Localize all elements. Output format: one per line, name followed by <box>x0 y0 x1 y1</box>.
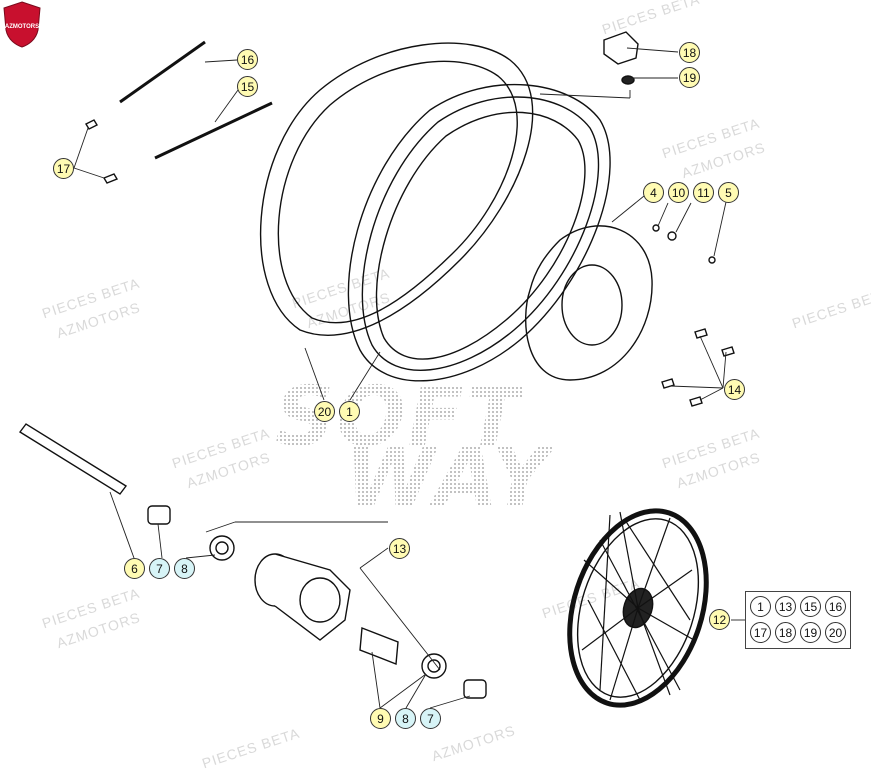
callout-15[interactable]: 15 <box>237 76 258 97</box>
kit-callout[interactable]: 1 <box>750 596 771 617</box>
callout-8[interactable]: 8 <box>395 708 416 729</box>
callout-14[interactable]: 14 <box>724 379 745 400</box>
callout-1[interactable]: 1 <box>339 401 360 422</box>
kit-callout[interactable]: 19 <box>800 622 821 643</box>
callout-6[interactable]: 6 <box>124 558 145 579</box>
callout-7[interactable]: 7 <box>149 558 170 579</box>
callout-12[interactable]: 12 <box>709 609 730 630</box>
callout-9[interactable]: 9 <box>370 708 391 729</box>
nut-part <box>621 75 635 85</box>
softway-logo-line2: WAY <box>345 430 552 525</box>
brand-badge-text: AZMOTORS <box>5 24 39 30</box>
callout-19[interactable]: 19 <box>679 67 700 88</box>
nipple-part <box>102 173 119 184</box>
callout-16[interactable]: 16 <box>237 49 258 70</box>
callout-8[interactable]: 8 <box>174 558 195 579</box>
spoke-part <box>119 40 206 104</box>
callout-13[interactable]: 13 <box>389 538 410 559</box>
kit-callout[interactable]: 20 <box>825 622 846 643</box>
callout-10[interactable]: 10 <box>668 182 689 203</box>
kit-callout[interactable]: 18 <box>775 622 796 643</box>
rim-band-part <box>259 42 534 336</box>
kit-callout[interactable]: 13 <box>775 596 796 617</box>
brake-disc-part <box>525 225 653 381</box>
complete-wheel-part <box>567 508 709 708</box>
callout-18[interactable]: 18 <box>679 42 700 63</box>
bearing-part <box>209 535 235 561</box>
callout-4[interactable]: 4 <box>643 182 664 203</box>
brand-shield-logo: AZMOTORS <box>3 1 41 48</box>
kit-composition-box: 1 13 15 16 17 18 19 20 <box>745 591 851 649</box>
kit-callout[interactable]: 16 <box>825 596 846 617</box>
rim-lock-part <box>603 31 639 65</box>
spacer-part <box>147 505 171 525</box>
callout-20[interactable]: 20 <box>314 401 335 422</box>
axle-part <box>18 423 128 495</box>
rim-part <box>347 83 611 382</box>
callout-5[interactable]: 5 <box>718 182 739 203</box>
spoke-part <box>154 101 273 160</box>
kit-callout[interactable]: 15 <box>800 596 821 617</box>
nipple-part <box>85 119 98 130</box>
callout-11[interactable]: 11 <box>693 182 714 203</box>
distance-tube-part <box>359 627 399 665</box>
callout-7[interactable]: 7 <box>420 708 441 729</box>
callout-17[interactable]: 17 <box>53 158 74 179</box>
kit-callout[interactable]: 17 <box>750 622 771 643</box>
